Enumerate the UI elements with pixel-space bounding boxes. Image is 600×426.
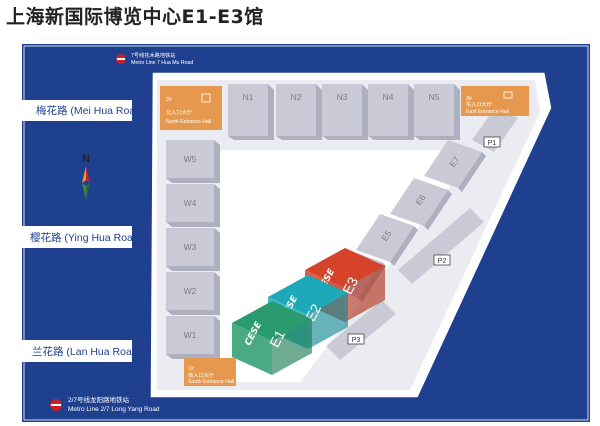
hall-w1[interactable]: W1 bbox=[166, 316, 220, 359]
compass: N bbox=[82, 153, 90, 200]
north-halls: N1 N2 N3 N4 N5 bbox=[228, 84, 460, 140]
hall-label: N4 bbox=[383, 92, 394, 102]
hall-n5[interactable]: N5 bbox=[414, 84, 460, 140]
hall-label: E3 bbox=[339, 274, 361, 297]
lan-hua-road-label: 兰花路 (Lan Hua Road) bbox=[32, 345, 141, 358]
outer-road-frame bbox=[22, 44, 590, 422]
east-entrance-en: East Entrance Hall bbox=[466, 109, 509, 115]
hall-label: E1 bbox=[266, 327, 288, 350]
parking-label: P2 bbox=[438, 258, 447, 265]
hall-n4[interactable]: N4 bbox=[368, 84, 414, 140]
north-entrance-hall[interactable]: 2# 北入口大厅 North Entrance Hall bbox=[160, 86, 222, 130]
hall-w4[interactable]: W4 bbox=[166, 184, 220, 227]
east-entrance-hall[interactable]: 3# 东入口大厅 East Entrance Hall bbox=[461, 86, 529, 116]
hall-w3[interactable]: W3 bbox=[166, 228, 220, 271]
hall-e6[interactable]: E6 bbox=[390, 178, 452, 230]
hua-mu-road-label: 花木路 (Hua Mu Road) bbox=[250, 53, 356, 66]
metro-line27-cn: 2/7号线龙阳路地铁站 bbox=[68, 395, 130, 404]
parking-label: P3 bbox=[352, 337, 361, 344]
inner-road-ring bbox=[149, 71, 553, 399]
metro-line27-en: Metro Line 2/7 Long Yang Road bbox=[68, 406, 160, 413]
hall-label: W4 bbox=[184, 198, 197, 208]
south-entrance-hall[interactable]: 1# 南入口大厅 South Entrance Hall bbox=[184, 358, 236, 386]
hall-label: W5 bbox=[184, 154, 197, 164]
parking-label: P1 bbox=[488, 140, 497, 147]
mei-hua-road-bg bbox=[0, 100, 132, 121]
south-entrance-cn: 南入口大厅 bbox=[188, 371, 214, 379]
hall-label: W2 bbox=[184, 286, 197, 296]
metro-line7-cn: 7号线花木路地铁站 bbox=[131, 51, 175, 59]
hall-e5[interactable]: E5 bbox=[356, 214, 418, 266]
hall-w5[interactable]: W5 bbox=[166, 140, 220, 183]
hall-label: W3 bbox=[184, 242, 197, 252]
parking-p2[interactable]: P2 bbox=[398, 208, 484, 284]
long-yang-road-label: 龙阳路 (Long Yang Road) bbox=[236, 401, 355, 414]
frame-outline bbox=[23, 45, 589, 421]
page-title: 上海新国际博览中心E1-E3馆 bbox=[6, 6, 264, 28]
metro-line7-marker[interactable]: 7号线花木路地铁站 Metro Line 7 Hua Mu Road bbox=[116, 51, 193, 66]
east-entrance-cn: 东入口大厅 bbox=[466, 100, 492, 108]
north-entrance-en: North Entrance Hall bbox=[166, 119, 211, 125]
parking-p3[interactable]: P3 bbox=[326, 300, 396, 360]
north-entrance-cn: 北入口大厅 bbox=[166, 108, 192, 116]
hall-n3[interactable]: N3 bbox=[322, 84, 368, 140]
fang-dian-road-label: 芳甸路 (Fang Dian Road) bbox=[133, 172, 146, 290]
compass-needle-south-icon bbox=[82, 183, 86, 200]
metro-line27-marker[interactable]: 2/7号线龙阳路地铁站 Metro Line 2/7 Long Yang Roa… bbox=[50, 395, 160, 413]
hall-label: N3 bbox=[337, 92, 348, 102]
hall-e7[interactable]: E7 bbox=[424, 140, 486, 192]
south-entrance-num: 1# bbox=[188, 366, 194, 372]
hall-label: N1 bbox=[243, 92, 254, 102]
hall-w2[interactable]: W2 bbox=[166, 272, 220, 315]
north-entrance-num: 2# bbox=[166, 97, 172, 103]
south-entrance-en: South Entrance Hall bbox=[188, 379, 234, 385]
hall-label: N5 bbox=[429, 92, 440, 102]
parking-p1[interactable]: P1 bbox=[472, 106, 518, 152]
hall-label: N2 bbox=[291, 92, 302, 102]
hall-n1[interactable]: N1 bbox=[228, 84, 274, 140]
metro-line7-en: Metro Line 7 Hua Mu Road bbox=[131, 60, 193, 66]
east-entrance-num: 3# bbox=[466, 96, 472, 102]
hall-n2[interactable]: N2 bbox=[276, 84, 322, 140]
mei-hua-road-label: 梅花路 (Mei Hua Road) bbox=[36, 104, 145, 117]
compass-needle-north-icon bbox=[82, 166, 86, 183]
hall-label: W1 bbox=[184, 330, 197, 340]
compass-north-label: N bbox=[82, 153, 90, 165]
escalator-icon bbox=[201, 93, 211, 103]
lan-hua-road-bg bbox=[0, 340, 132, 362]
bus-icon bbox=[503, 91, 513, 99]
ying-hua-road-label: 樱花路 (Ying Hua Road) bbox=[30, 231, 142, 244]
ying-hua-road-bg bbox=[0, 226, 132, 248]
luo-shan-road-label: 罗山支路 (Luo Shan Branch Road) bbox=[564, 101, 577, 262]
